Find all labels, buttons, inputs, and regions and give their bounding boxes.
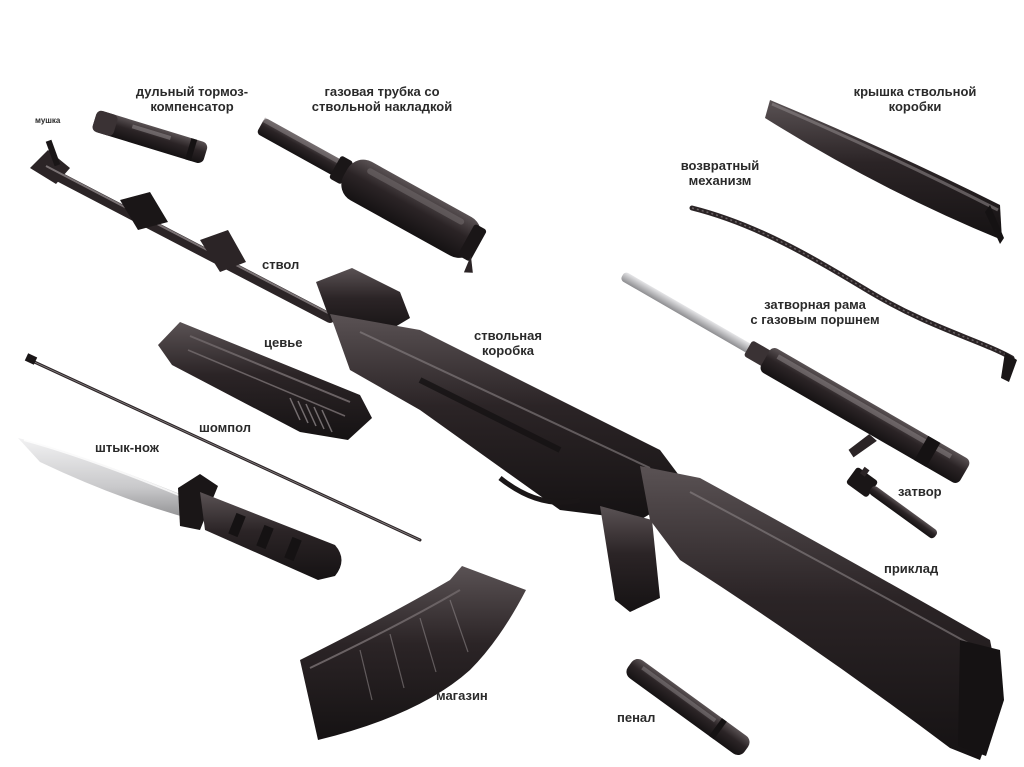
label-case: пенал — [617, 710, 656, 725]
label-recoil-spring: возвратный механизм — [680, 158, 760, 188]
cleaning-rod — [24, 353, 422, 542]
label-bayonet: штык-нож — [95, 440, 159, 455]
receiver-cover — [765, 100, 1004, 244]
bolt — [846, 466, 938, 539]
label-front-sight: мушка — [35, 116, 61, 125]
label-gas-tube: газовая трубка со ствольной накладкой — [311, 84, 453, 114]
cleaning-case — [626, 658, 750, 756]
handguard — [158, 322, 372, 440]
label-bolt: затвор — [898, 484, 942, 499]
gas-tube-with-handguard — [257, 117, 487, 273]
label-magazine: магазин — [436, 688, 488, 703]
bolt-carrier — [621, 272, 970, 483]
label-receiver-cover: крышка ствольной коробки — [853, 84, 977, 114]
label-muzzle-brake: дульный тормоз- компенсатор — [135, 84, 249, 114]
label-bolt-carrier: затворная рама с газовым поршнем — [750, 297, 880, 327]
bayonet — [18, 438, 342, 580]
recoil-spring — [689, 205, 1017, 382]
magazine — [300, 566, 526, 740]
rifle-assembly — [30, 139, 1004, 760]
label-handguard: цевье — [264, 335, 303, 350]
label-receiver: ствольная коробка — [474, 328, 542, 358]
muzzle-brake — [92, 110, 208, 163]
label-stock: приклад — [884, 561, 939, 576]
label-barrel: ствол — [262, 257, 300, 272]
label-cleaning-rod: шомпол — [199, 420, 251, 435]
